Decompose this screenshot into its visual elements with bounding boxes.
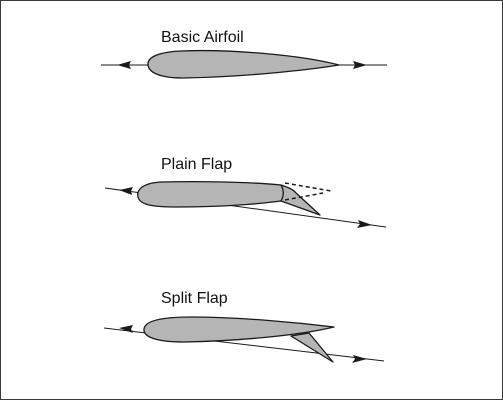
plain-flap-panel: Plain Flap [104, 156, 387, 228]
basic-airfoil-left-arrow [117, 61, 131, 69]
split-flap-wing-shape [143, 316, 335, 343]
split-flap-label: Split Flap [161, 290, 228, 307]
split-flap-right-arrow [352, 355, 367, 363]
basic-airfoil-panel: Basic Airfoil [101, 29, 387, 79]
plain-flap-right-arrow [357, 220, 372, 228]
plain-flap-left-arrow [119, 187, 133, 195]
plain-flap-wing-shape [137, 180, 286, 208]
plain-flap-neutral-upper-dash [284, 182, 332, 192]
split-flap-panel-shape [290, 332, 334, 363]
basic-airfoil-label: Basic Airfoil [161, 29, 244, 46]
split-flap-panel: Split Flap [103, 290, 385, 363]
basic-airfoil-right-arrow [353, 61, 367, 69]
plain-flap-label: Plain Flap [161, 156, 232, 173]
plain-flap-deflected-flap [280, 184, 321, 216]
basic-airfoil-shape [147, 49, 340, 79]
split-flap-left-arrow [119, 325, 133, 333]
